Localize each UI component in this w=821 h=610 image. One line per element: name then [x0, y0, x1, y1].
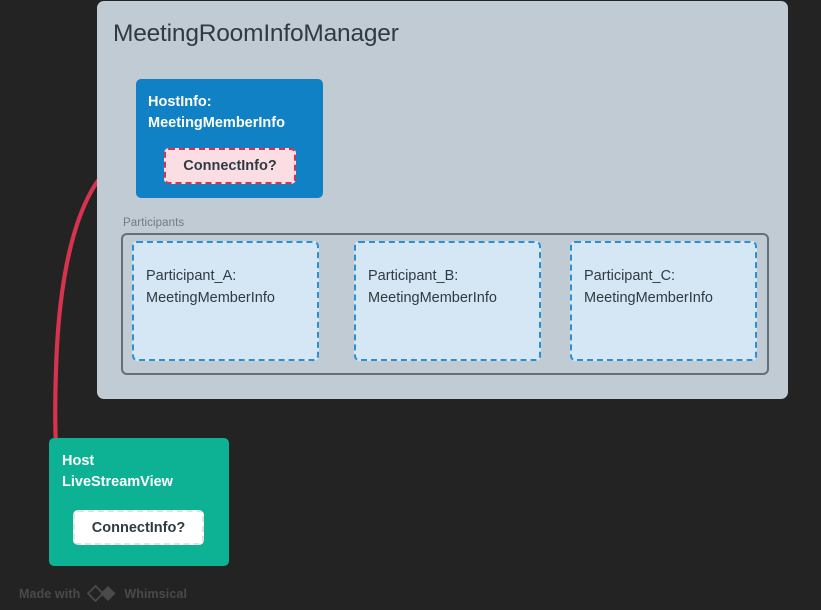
participant-c-label: Participant_C: MeetingMemberInfo — [584, 268, 713, 306]
participant-card-b[interactable]: Participant_B: MeetingMemberInfo — [354, 241, 541, 361]
page-title: MeetingRoomInfoManager — [113, 20, 399, 47]
host-livestream-view-label: Host LiveStreamView — [62, 453, 173, 490]
watermark-brand-text: Whimsical — [124, 586, 188, 601]
meeting-room-info-manager-panel: MeetingRoomInfoManager HostInfo: Meeting… — [97, 1, 788, 399]
participant-card-c[interactable]: Participant_C: MeetingMemberInfo — [570, 241, 757, 361]
whimsical-watermark: Made with Whimsical — [19, 585, 187, 602]
participant-b-label: Participant_B: MeetingMemberInfo — [368, 268, 497, 306]
livestream-connect-info-chip[interactable]: ConnectInfo? — [73, 510, 204, 545]
participants-group-label: Participants — [123, 217, 185, 229]
participants-group: Participant_A: MeetingMemberInfo Partici… — [121, 233, 769, 375]
whimsical-diamond-icon — [87, 585, 116, 602]
livestream-connect-info-label: ConnectInfo? — [91, 519, 186, 536]
host-connect-info-chip[interactable]: ConnectInfo? — [164, 148, 296, 184]
participant-card-a[interactable]: Participant_A: MeetingMemberInfo — [132, 241, 319, 361]
watermark-made-with-text: Made with — [19, 586, 81, 601]
host-livestream-view-card[interactable]: Host LiveStreamView ConnectInfo? — [49, 438, 229, 566]
host-connect-info-label: ConnectInfo? — [183, 158, 277, 174]
host-info-card[interactable]: HostInfo: MeetingMemberInfo ConnectInfo? — [136, 79, 323, 198]
participant-a-label: Participant_A: MeetingMemberInfo — [146, 268, 275, 306]
host-info-label: HostInfo: MeetingMemberInfo — [148, 94, 285, 131]
